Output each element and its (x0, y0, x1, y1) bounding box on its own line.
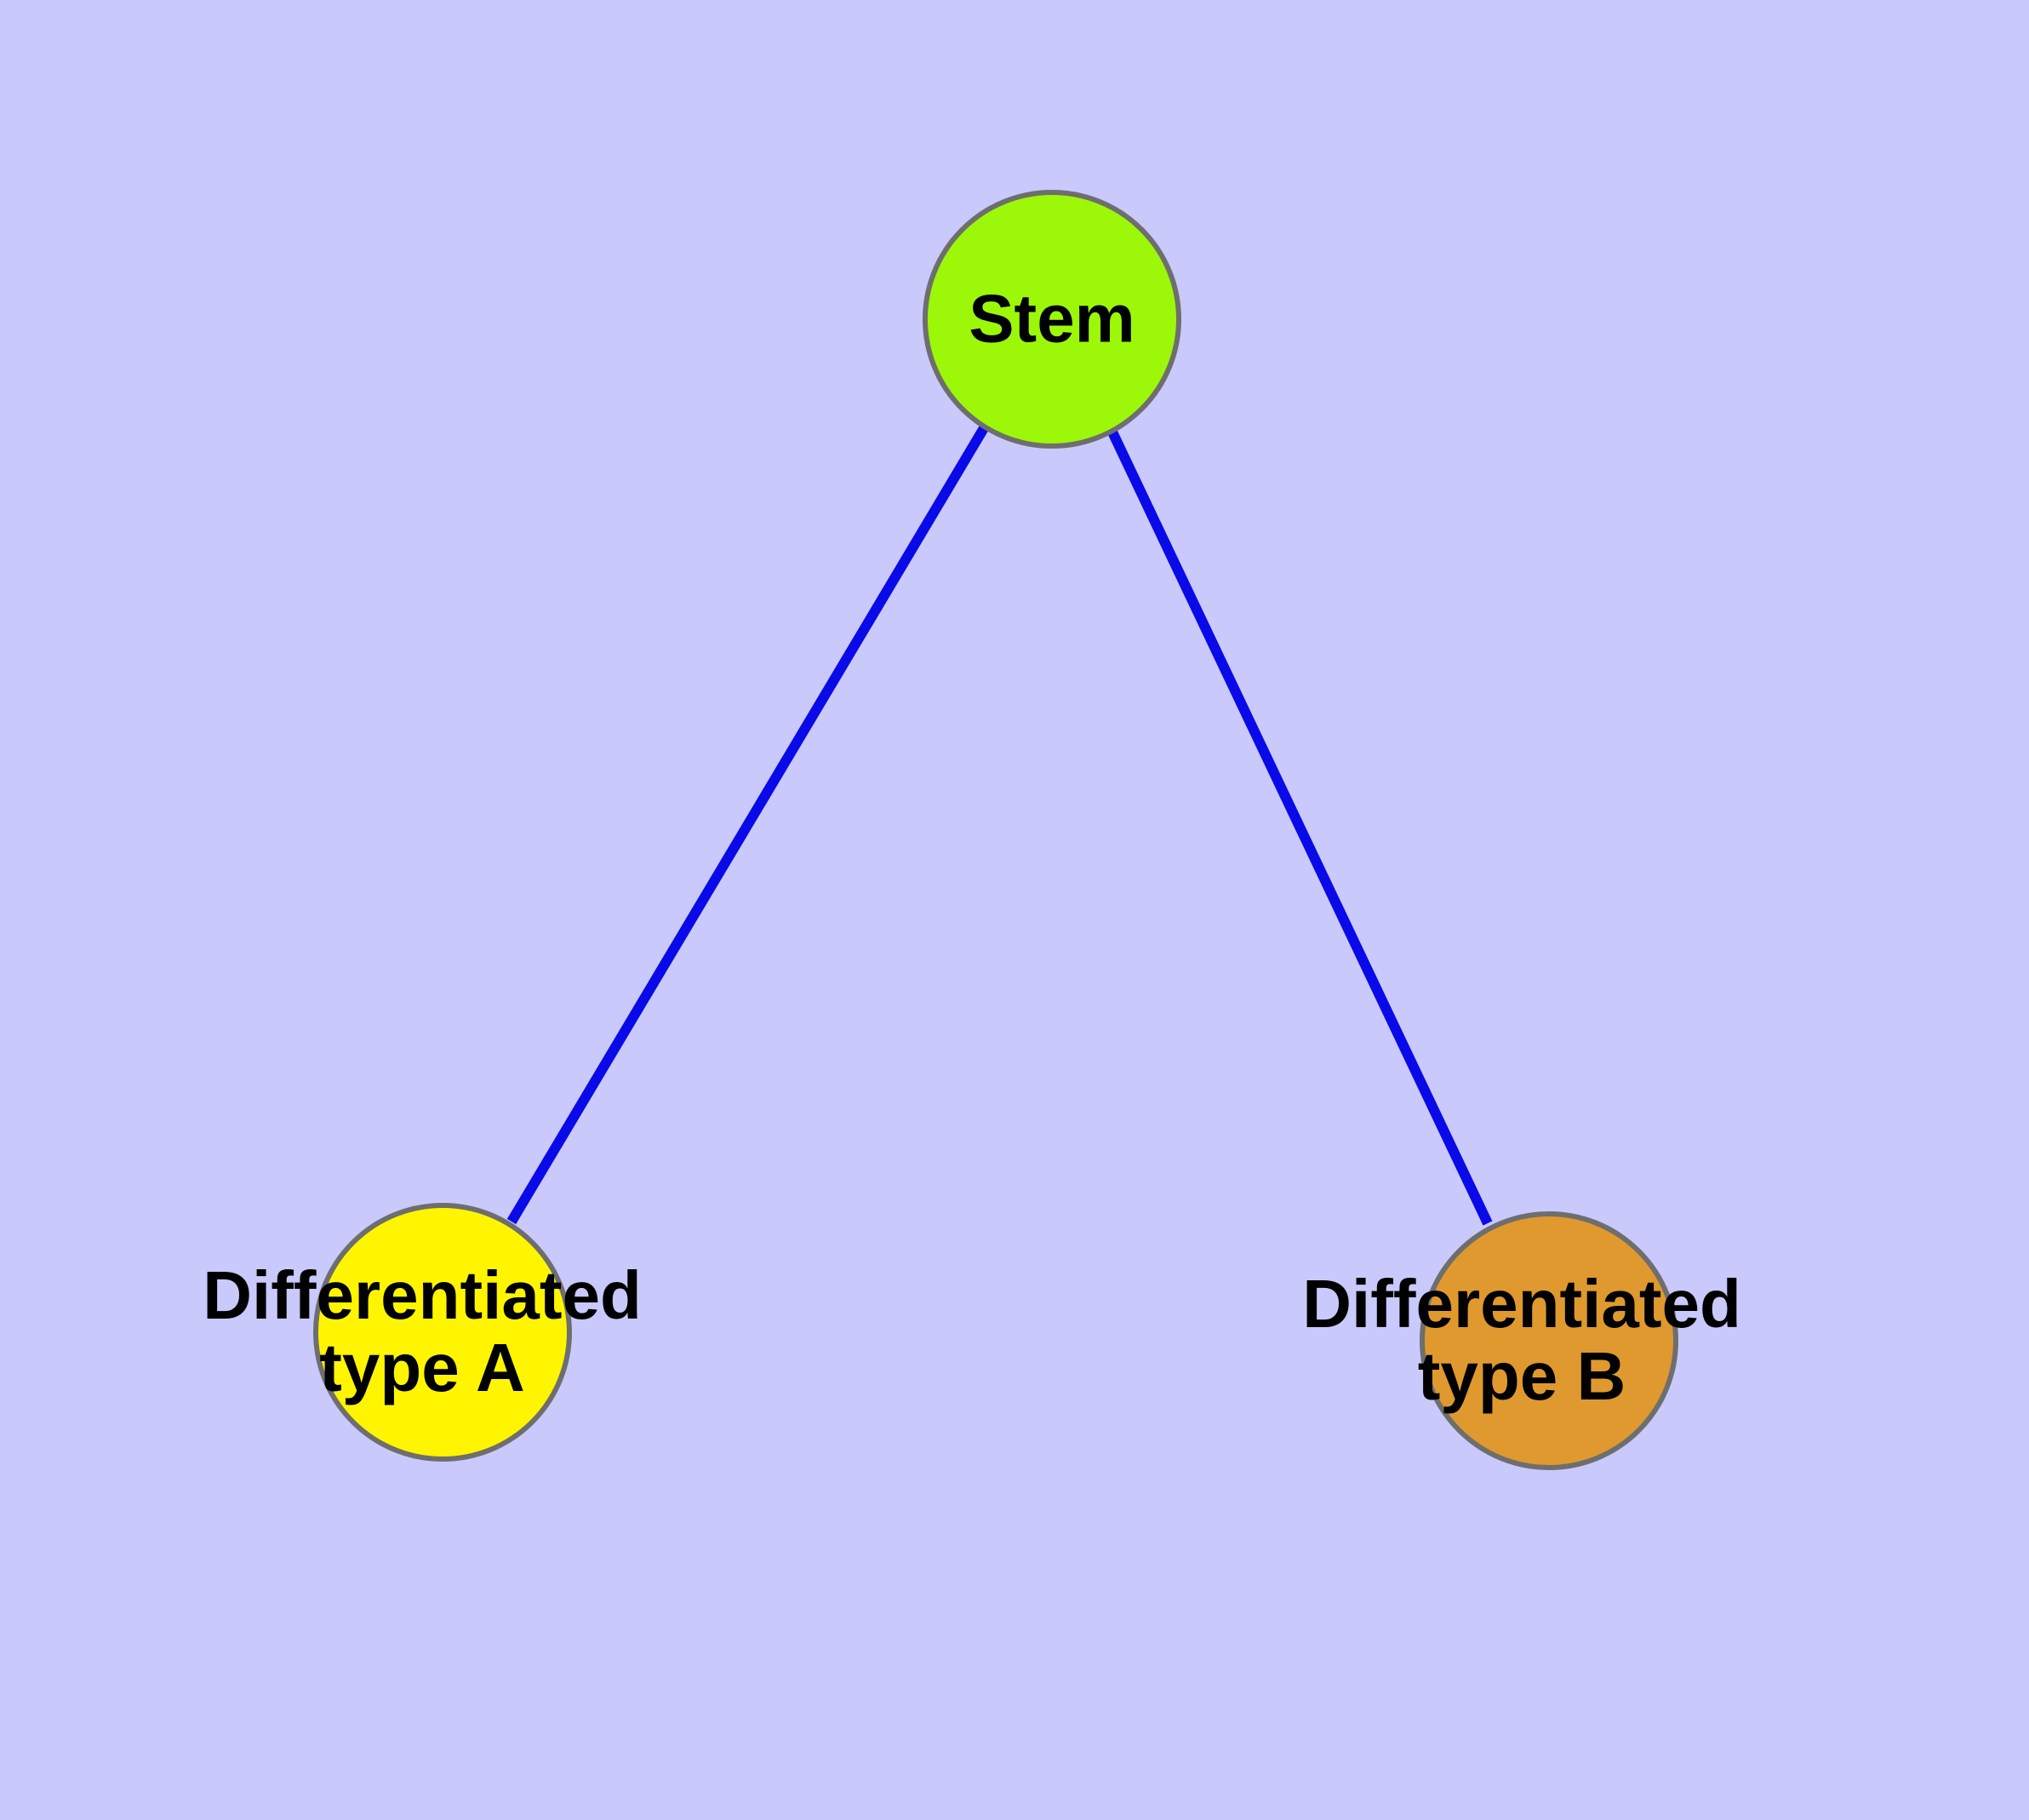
node-stem[interactable] (923, 190, 1181, 449)
edge-layer (506, 422, 1493, 1226)
edge-stem-to-differentiated-type-b[interactable] (1104, 422, 1493, 1226)
node-layer (313, 190, 1678, 1470)
node-differentiated-type-a[interactable] (313, 1203, 572, 1462)
node-differentiated-type-b[interactable] (1420, 1211, 1678, 1470)
edge-stem-to-differentiated-type-a[interactable] (506, 425, 989, 1225)
